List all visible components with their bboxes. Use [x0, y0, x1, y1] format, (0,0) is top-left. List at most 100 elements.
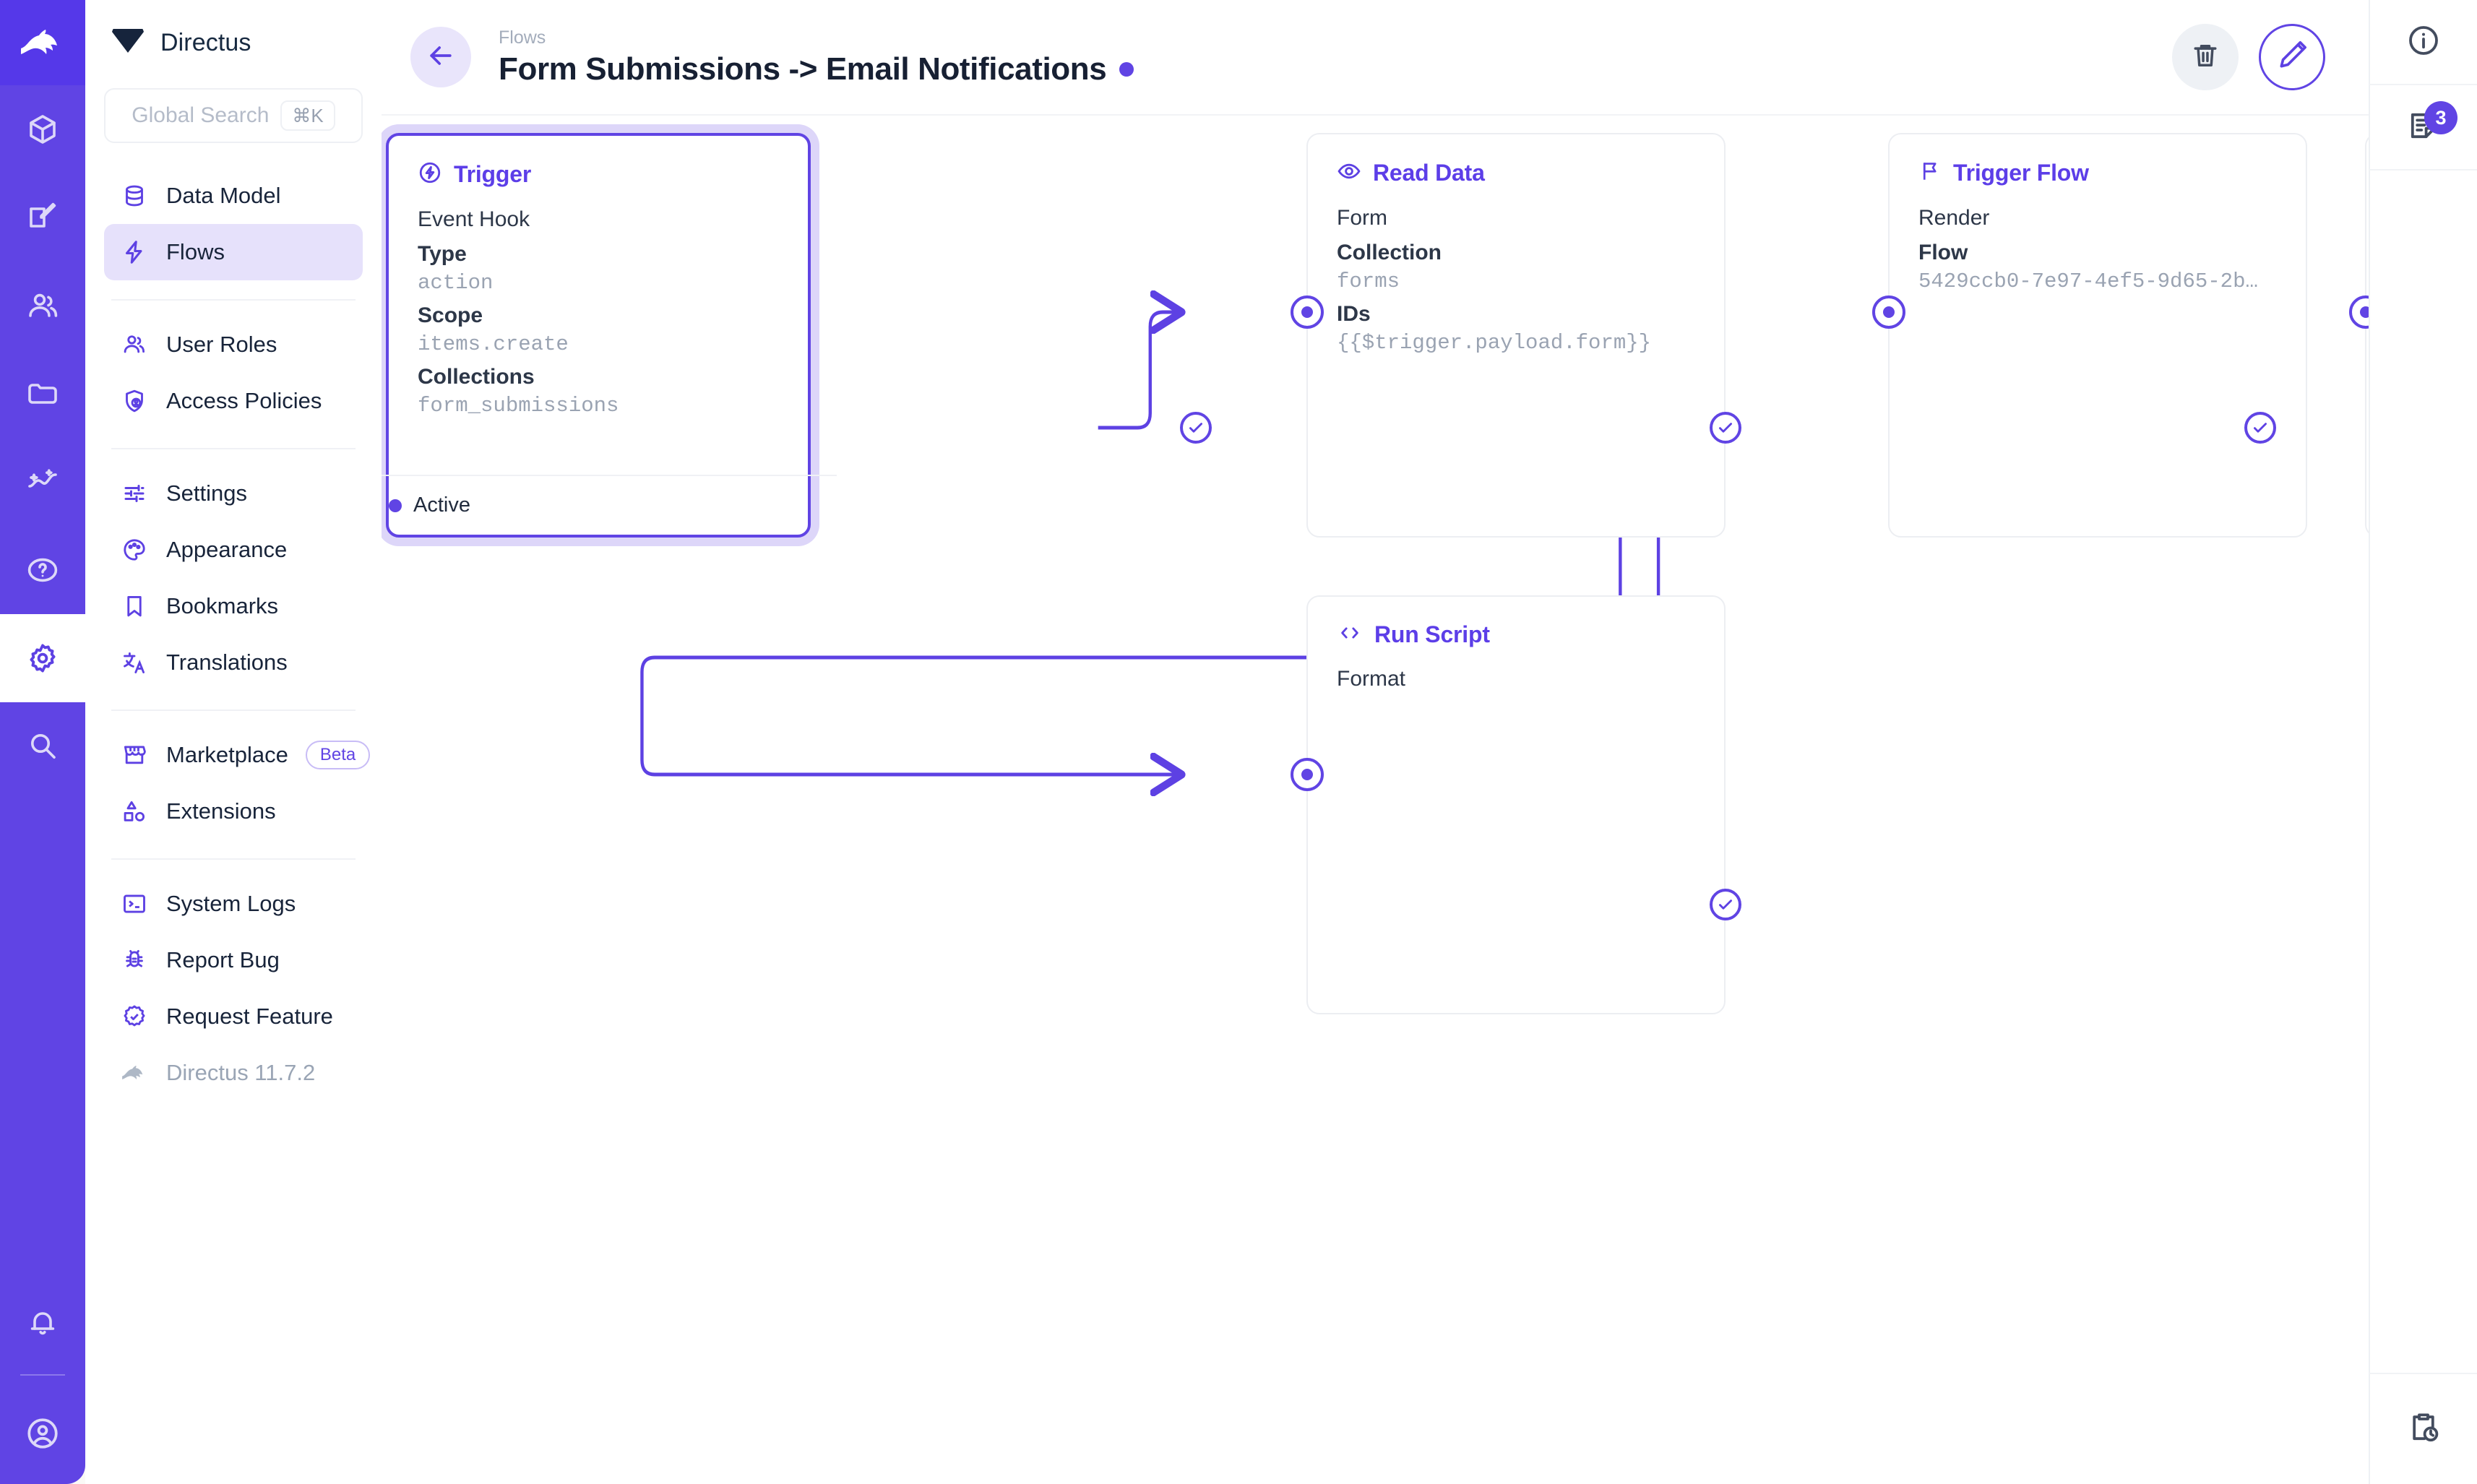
sparkline-icon: [25, 465, 60, 499]
port-run-script-resolve[interactable]: [1710, 889, 1741, 920]
sliders-icon: [120, 479, 149, 508]
node-subtitle: Format: [1337, 667, 1406, 691]
active-status-dot: [389, 499, 402, 512]
rail-item-settings-module[interactable]: [0, 614, 85, 702]
flow-node-trigger[interactable]: Trigger Event Hook Type action Scope ite…: [382, 133, 837, 538]
node-subtitle: Render: [1918, 206, 1990, 230]
activity-button[interactable]: [2369, 1373, 2477, 1484]
arrow-left-icon: [425, 40, 457, 75]
node-title: Trigger: [418, 160, 779, 189]
revisions-count-badge: 3: [2424, 101, 2457, 134]
rail-item-docs-module[interactable]: [0, 526, 85, 614]
sidebar-item-label: Report Bug: [166, 947, 280, 972]
pencil-icon: [2276, 40, 2308, 75]
node-subtitle: Event Hook: [418, 207, 530, 231]
rail-item-account[interactable]: [0, 1383, 85, 1484]
module-rail: [0, 0, 85, 1484]
node-kind-label: Read Data: [1373, 160, 1485, 186]
delete-button[interactable]: [2172, 24, 2239, 90]
port-trigger-flow-send-input[interactable]: [2349, 295, 2369, 329]
sidebar-item-marketplace[interactable]: Marketplace Beta: [104, 727, 371, 783]
info-button[interactable]: [2369, 0, 2477, 85]
back-button[interactable]: [410, 27, 471, 87]
version-label: Directus 11.7.2: [166, 1060, 316, 1085]
users-icon: [120, 330, 149, 359]
flag-icon: [1918, 159, 1942, 187]
breadcrumb[interactable]: Flows: [499, 27, 546, 48]
sidebar-item-bookmarks[interactable]: Bookmarks: [104, 578, 363, 634]
sidebar-item-label: Settings: [166, 480, 248, 506]
field-value: 5429ccb0-7e97-4ef5-9d65-2b…: [1918, 269, 2258, 293]
sidebar-item-access-policies[interactable]: Access Policies: [104, 373, 363, 429]
users-icon: [25, 288, 60, 323]
info-circle-icon: [2406, 23, 2441, 61]
main-area: Flows Form Submissions -> Email Notifica…: [382, 0, 2477, 1484]
sidebar-item-label: User Roles: [166, 332, 277, 357]
flow-canvas[interactable]: Trigger Event Hook Type action Scope ite…: [382, 116, 2369, 1484]
sidebar-item-system-logs[interactable]: System Logs: [104, 876, 363, 932]
box-icon: [25, 112, 60, 147]
sidebar-item-label: Request Feature: [166, 1004, 333, 1029]
trash-icon: [2189, 40, 2221, 75]
sidebar-item-label: Access Policies: [166, 388, 322, 413]
rail-item-editor-module[interactable]: [0, 173, 85, 262]
sidebar-item-extensions[interactable]: Extensions: [104, 783, 363, 840]
sidebar-item-request-feature[interactable]: Request Feature: [104, 988, 363, 1045]
port-trigger-flow-render-resolve[interactable]: [2244, 412, 2276, 444]
user-circle-icon: [25, 1415, 61, 1451]
sidebar-item-translations[interactable]: Translations: [104, 634, 363, 691]
sidebar-item-label: Bookmarks: [166, 593, 279, 618]
sidebar-item-flows[interactable]: Flows: [104, 224, 363, 280]
sidebar-item-appearance[interactable]: Appearance: [104, 522, 363, 578]
port-trigger-resolve[interactable]: [1180, 412, 1212, 444]
sidebar-item-label: Extensions: [166, 798, 276, 824]
sidebar-item-user-roles[interactable]: User Roles: [104, 316, 363, 373]
brand-block: Directus: [85, 0, 382, 85]
bolt-icon: [120, 238, 149, 267]
clipboard-clock-icon: [2406, 1410, 2441, 1449]
flow-node-trigger-flow-render[interactable]: Trigger Flow Render Flow 5429ccb0-7e97-4…: [1888, 133, 2307, 538]
edit-button[interactable]: [2259, 24, 2325, 90]
beta-badge: Beta: [305, 741, 371, 769]
port-run-script-input[interactable]: [1291, 758, 1324, 791]
port-trigger-flow-render-input[interactable]: [1872, 295, 1905, 329]
field-key: Flow: [1918, 241, 1968, 264]
sidebar-item-report-bug[interactable]: Report Bug: [104, 932, 363, 988]
eye-icon: [1337, 159, 1361, 187]
rail-item-users-module[interactable]: [0, 262, 85, 350]
rail-item-search-module[interactable]: [0, 702, 85, 790]
sidebar-item-label: Flows: [166, 239, 225, 264]
palette-icon: [120, 535, 149, 564]
bookmark-icon: [120, 592, 149, 621]
field-key: IDs: [1337, 302, 1371, 326]
sidebar-group-4: Marketplace Beta Extensions: [85, 727, 382, 840]
field-value: forms: [1337, 269, 1400, 293]
sidebar-item-settings[interactable]: Settings: [104, 465, 363, 522]
module-sidebar: Directus Global Search ⌘K Data Model Flo…: [85, 0, 382, 1484]
directus-rabbit-logo[interactable]: [0, 0, 85, 85]
search-input[interactable]: Global Search ⌘K: [104, 88, 363, 143]
flow-node-run-script[interactable]: Run Script Format: [1306, 595, 1726, 1014]
sidebar-item-label: Data Model: [166, 183, 281, 208]
node-kind-label: Trigger: [454, 161, 532, 187]
revisions-button[interactable]: 3: [2369, 85, 2477, 171]
port-read-data-resolve[interactable]: [1710, 412, 1741, 444]
sidebar-item-data-model[interactable]: Data Model: [104, 168, 363, 224]
rail-item-files-module[interactable]: [0, 350, 85, 438]
flow-node-read-data[interactable]: Read Data Form Collection forms IDs {{$t…: [1306, 133, 1726, 538]
top-actions: [2172, 24, 2477, 90]
status-badge: [1119, 61, 1134, 77]
terminal-icon: [120, 889, 149, 918]
port-read-data-input[interactable]: [1291, 295, 1324, 329]
search-shortcut-kbd: ⌘K: [280, 100, 335, 131]
rail-item-insights-module[interactable]: [0, 438, 85, 526]
database-icon: [120, 181, 149, 210]
global-search-wrap: Global Search ⌘K: [85, 88, 382, 143]
rail-item-content-module[interactable]: [0, 85, 85, 173]
rail-item-notifications[interactable]: [0, 1279, 85, 1367]
title-block: Flows Form Submissions -> Email Notifica…: [499, 27, 1134, 87]
node-title: Run Script: [1337, 621, 1695, 648]
gear-icon: [25, 641, 60, 676]
topbar: Flows Form Submissions -> Email Notifica…: [382, 0, 2477, 116]
